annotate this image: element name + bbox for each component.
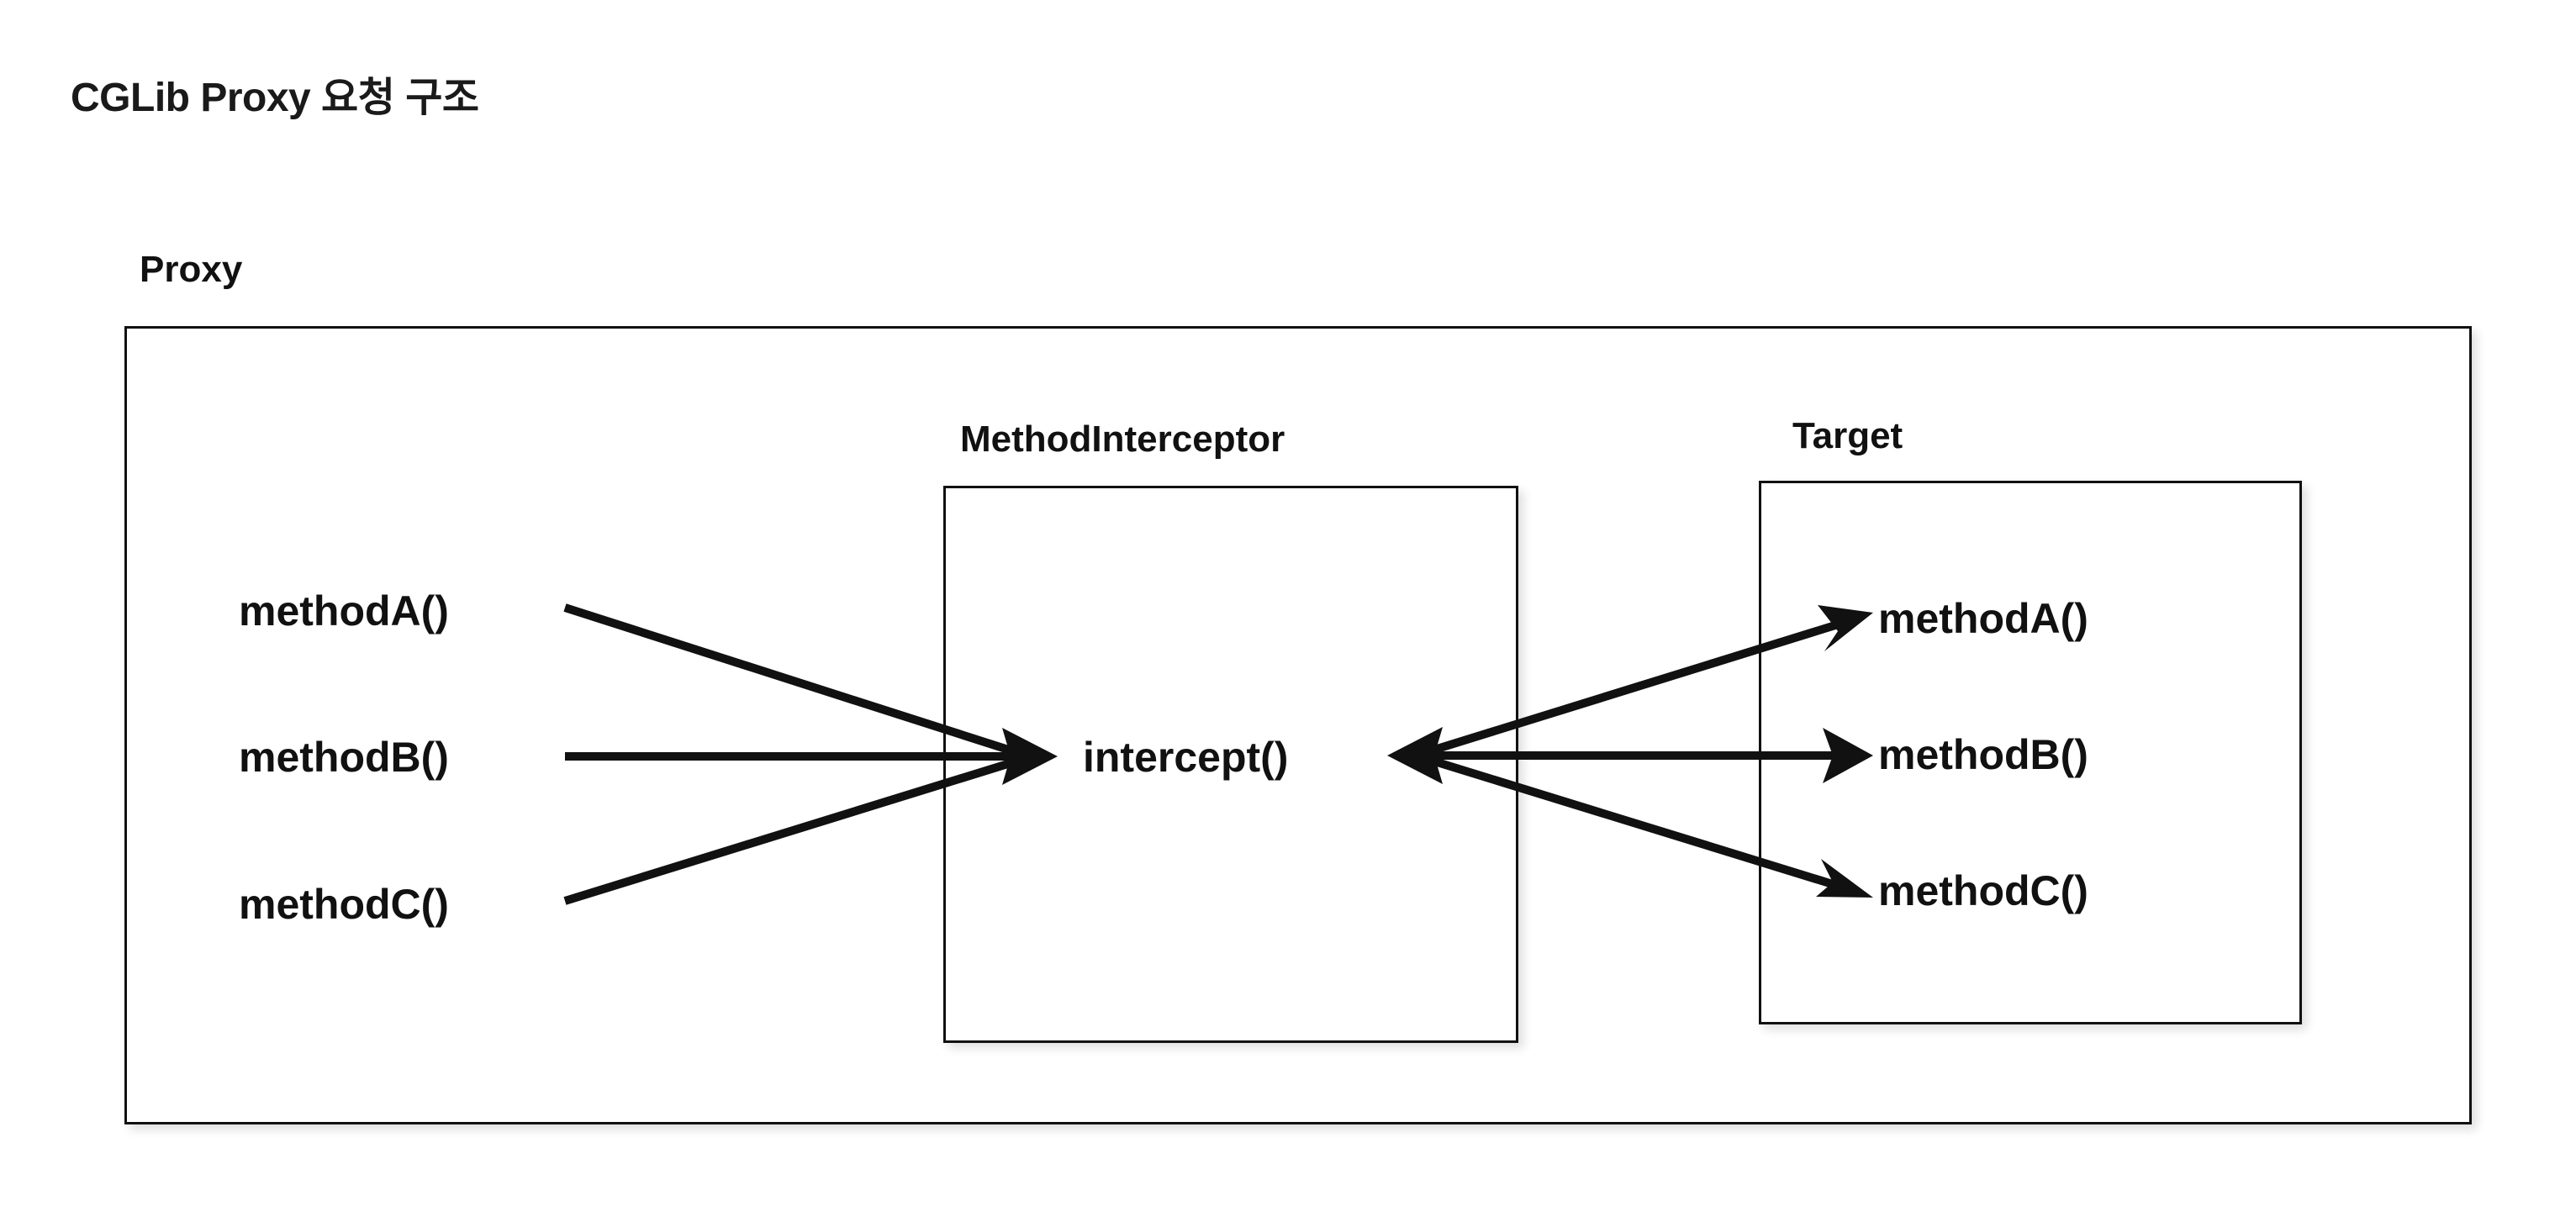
intercept-method-label: intercept()	[1083, 734, 1289, 781]
incoming-call-method-a: methodA()	[239, 587, 449, 635]
target-method-a: methodA()	[1878, 595, 2088, 642]
method-interceptor-label: MethodInterceptor	[960, 419, 1285, 460]
target-method-b: methodB()	[1878, 731, 2088, 778]
proxy-group-label: Proxy	[140, 249, 243, 290]
target-label: Target	[1792, 415, 1903, 456]
incoming-call-method-b: methodB()	[239, 734, 449, 781]
page-title: CGLib Proxy 요청 구조	[71, 76, 479, 120]
target-method-c: methodC()	[1878, 867, 2088, 914]
incoming-call-method-c: methodC()	[239, 881, 449, 928]
